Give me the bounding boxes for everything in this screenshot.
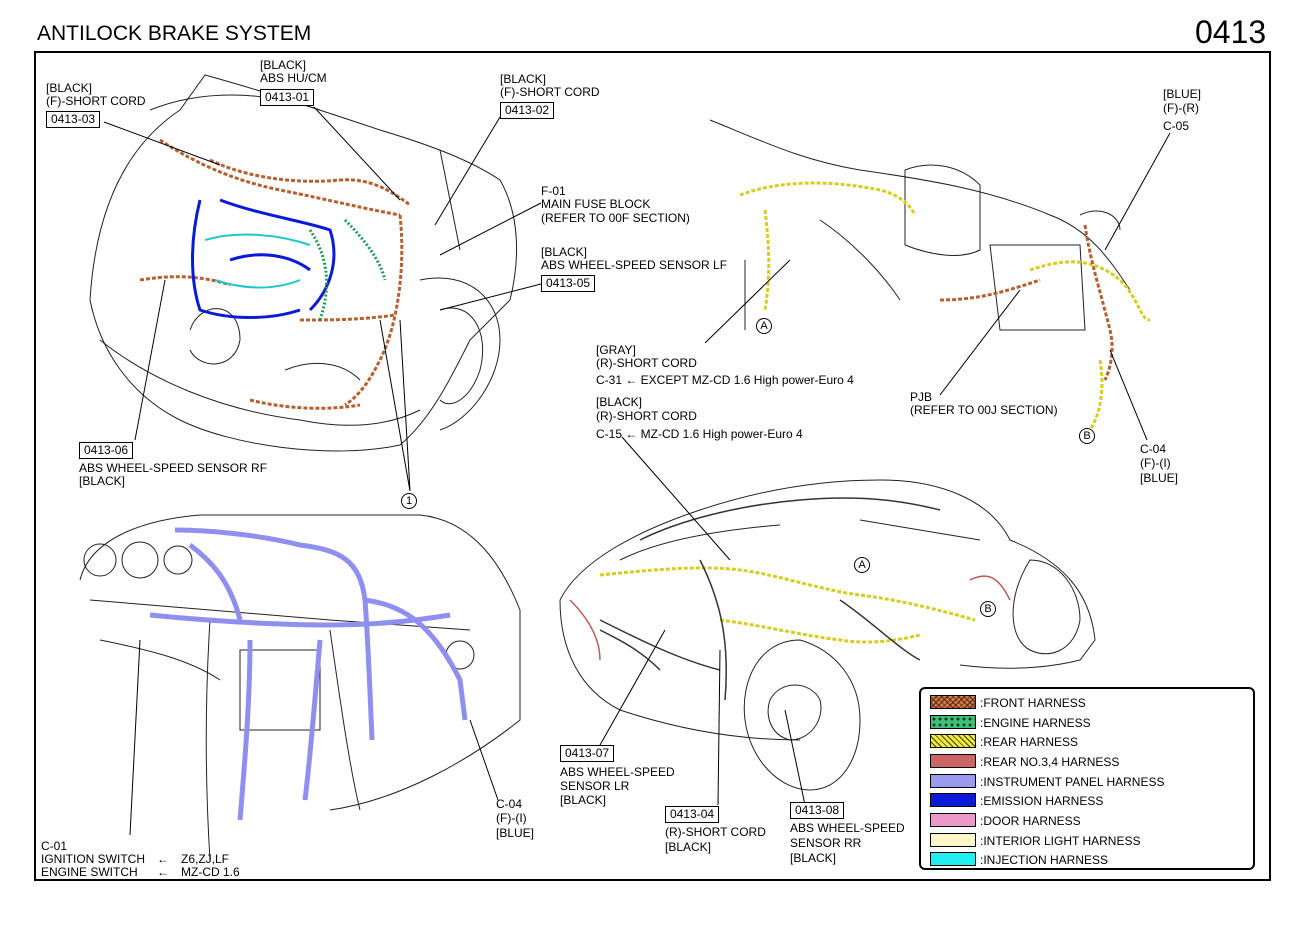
- callout-0413-04-color: [BLACK]: [665, 840, 712, 854]
- callout-c31-desc: (R)-SHORT CORD: [596, 356, 697, 370]
- callout-c01-engine-models: MZ-CD 1.6: [181, 865, 240, 879]
- callout-0413-08-desc2: SENSOR RR: [790, 836, 862, 850]
- callout-pjb-name: PJB: [910, 390, 933, 404]
- legend-swatch: [930, 852, 976, 866]
- callout-c04-right-code: C-04: [1140, 442, 1167, 456]
- callout-0413-07-desc2: SENSOR LR: [560, 779, 630, 793]
- callout-c05-color: [BLUE]: [1163, 87, 1202, 101]
- connector-code-0413-05: 0413-05: [541, 275, 596, 292]
- legend-swatch: [930, 734, 976, 748]
- callout-0413-04-desc: (R)-SHORT CORD: [665, 825, 766, 839]
- arrow-icon: ←: [157, 852, 169, 866]
- callout-0413-05-desc: ABS WHEEL-SPEED SENSOR LF: [541, 258, 728, 272]
- legend-label: :ENGINE HARNESS: [980, 716, 1091, 730]
- callout-c04-left-color: [BLUE]: [496, 826, 535, 840]
- callout-c04-left-code: C-04: [496, 797, 523, 811]
- legend-label: :EMISSION HARNESS: [980, 794, 1104, 808]
- callout-0413-06-desc: ABS WHEEL-SPEED SENSOR RF: [79, 461, 268, 475]
- harness-legend: :FRONT HARNESS :ENGINE HARNESS :REAR HAR…: [919, 687, 1255, 870]
- callout-0413-08-desc1: ABS WHEEL-SPEED: [790, 821, 905, 835]
- legend-label: :INTERIOR LIGHT HARNESS: [980, 834, 1141, 848]
- legend-swatch: [930, 813, 976, 827]
- reference-marker-b-bottom: B: [980, 601, 996, 617]
- callout-f01-name: MAIN FUSE BLOCK: [541, 197, 651, 211]
- callout-c04-right-desc: (F)-(I): [1140, 456, 1171, 470]
- callout-c04-right-color: [BLUE]: [1140, 471, 1179, 485]
- callout-0413-05-color: [BLACK]: [541, 245, 588, 259]
- page-number: 0413: [1195, 14, 1267, 50]
- callout-c01-engine-switch: ENGINE SWITCH: [41, 865, 138, 879]
- legend-swatch: [930, 715, 976, 729]
- arrow-icon: ←: [157, 865, 169, 879]
- callout-c01-ignition-switch: IGNITION SWITCH: [41, 852, 145, 866]
- page-title: ANTILOCK BRAKE SYSTEM: [37, 22, 312, 45]
- callout-0413-07-desc1: ABS WHEEL-SPEED: [560, 765, 675, 779]
- reference-marker-a-top: A: [756, 318, 772, 334]
- callout-0413-01-color: [BLACK]: [260, 58, 307, 72]
- legend-swatch: [930, 774, 976, 788]
- diagram-frame: [34, 51, 1271, 881]
- legend-label: :REAR NO.3,4 HARNESS: [980, 755, 1120, 769]
- legend-label: :DOOR HARNESS: [980, 814, 1081, 828]
- callout-0413-02-desc: (F)-SHORT CORD: [500, 85, 600, 99]
- callout-0413-03-color: [BLACK]: [46, 81, 93, 95]
- connector-code-0413-01: 0413-01: [260, 89, 315, 106]
- callout-c31-color: [GRAY]: [596, 343, 636, 357]
- callout-0413-01-desc: ABS HU/CM: [260, 71, 327, 85]
- callout-c01-code: C-01: [41, 839, 68, 853]
- legend-swatch: [930, 833, 976, 847]
- legend-label: :FRONT HARNESS: [980, 696, 1086, 710]
- connector-code-0413-03: 0413-03: [46, 111, 101, 128]
- callout-c15-desc: (R)-SHORT CORD: [596, 409, 697, 423]
- legend-label: :INSTRUMENT PANEL HARNESS: [980, 775, 1165, 789]
- callout-0413-07-color: [BLACK]: [560, 793, 607, 807]
- callout-pjb-ref: (REFER TO 00J SECTION): [910, 403, 1058, 417]
- legend-label: :INJECTION HARNESS: [980, 853, 1109, 867]
- connector-code-0413-02: 0413-02: [500, 102, 555, 119]
- reference-marker-b-top: B: [1079, 428, 1095, 444]
- reference-marker-1: 1: [401, 493, 417, 509]
- callout-c05-code: C-05: [1163, 119, 1190, 133]
- callout-0413-03-desc: (F)-SHORT CORD: [46, 94, 146, 108]
- callout-c31-applicability: C-31 ← EXCEPT MZ-CD 1.6 High power-Euro …: [596, 373, 854, 387]
- callout-c04-left-desc: (F)-(I): [496, 811, 527, 825]
- callout-0413-06-color: [BLACK]: [79, 474, 126, 488]
- callout-f01-ref: (REFER TO 00F SECTION): [541, 211, 690, 225]
- reference-marker-a-bottom: A: [854, 557, 870, 573]
- callout-0413-08-color: [BLACK]: [790, 851, 837, 865]
- legend-swatch: [930, 793, 976, 807]
- callout-0413-02-color: [BLACK]: [500, 72, 547, 86]
- callout-c01-ignition-models: Z6,ZJ,LF: [181, 852, 230, 866]
- legend-swatch: [930, 754, 976, 768]
- callout-f01-code: F-01: [541, 184, 566, 198]
- connector-code-0413-07: 0413-07: [560, 745, 615, 762]
- callout-c15-color: [BLACK]: [596, 395, 643, 409]
- interior-firewall-drawing: [709, 119, 1131, 331]
- connector-code-0413-08: 0413-08: [790, 802, 845, 819]
- legend-swatch: [930, 695, 976, 709]
- instrument-panel-drawing: [79, 514, 521, 861]
- callout-c05-desc: (F)-(R): [1163, 101, 1199, 115]
- callout-c15-applicability: C-15 ← MZ-CD 1.6 High power-Euro 4: [596, 427, 803, 441]
- connector-code-0413-06: 0413-06: [79, 442, 134, 459]
- connector-code-0413-04: 0413-04: [665, 806, 720, 823]
- engine-bay-drawing: [89, 74, 518, 452]
- legend-label: :REAR HARNESS: [980, 735, 1079, 749]
